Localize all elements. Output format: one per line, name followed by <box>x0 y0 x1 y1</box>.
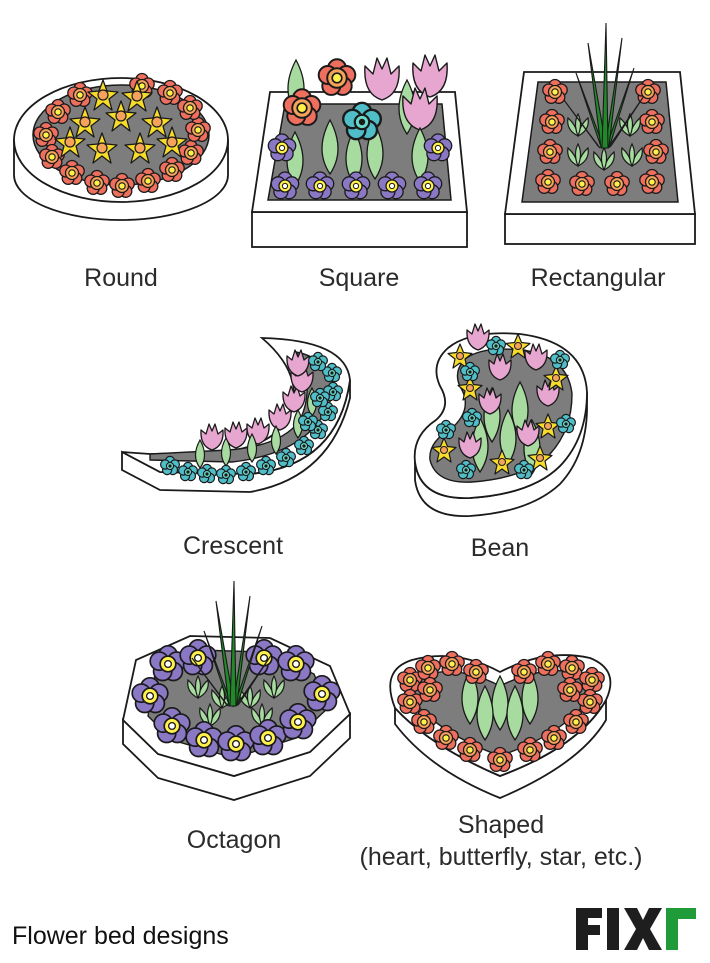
logo-letter-x <box>624 908 662 950</box>
logo-letter-r <box>666 908 696 950</box>
label-round: Round <box>84 264 158 292</box>
round-bed <box>13 72 229 221</box>
logo-letter-f <box>576 908 602 950</box>
fixr-logo <box>576 908 696 950</box>
label-crescent: Crescent <box>182 532 284 560</box>
label-square: Square <box>318 264 400 292</box>
label-shaped: Shaped <box>457 811 545 839</box>
logo-letter-i <box>607 908 619 950</box>
label-rectangular: Rectangular <box>530 264 666 292</box>
label-octagon: Octagon <box>186 826 282 854</box>
crescent-bed <box>121 337 351 493</box>
label-bean: Bean <box>470 534 530 562</box>
caption: Flower bed designs <box>12 922 229 950</box>
rectangular-bed <box>503 22 697 245</box>
octagon-bed <box>122 580 352 801</box>
heart-bed <box>389 650 612 799</box>
label-shaped-examples: (heart, butterfly, star, etc.) <box>359 843 643 871</box>
bean-bed <box>413 323 588 517</box>
square-bed <box>250 54 468 248</box>
